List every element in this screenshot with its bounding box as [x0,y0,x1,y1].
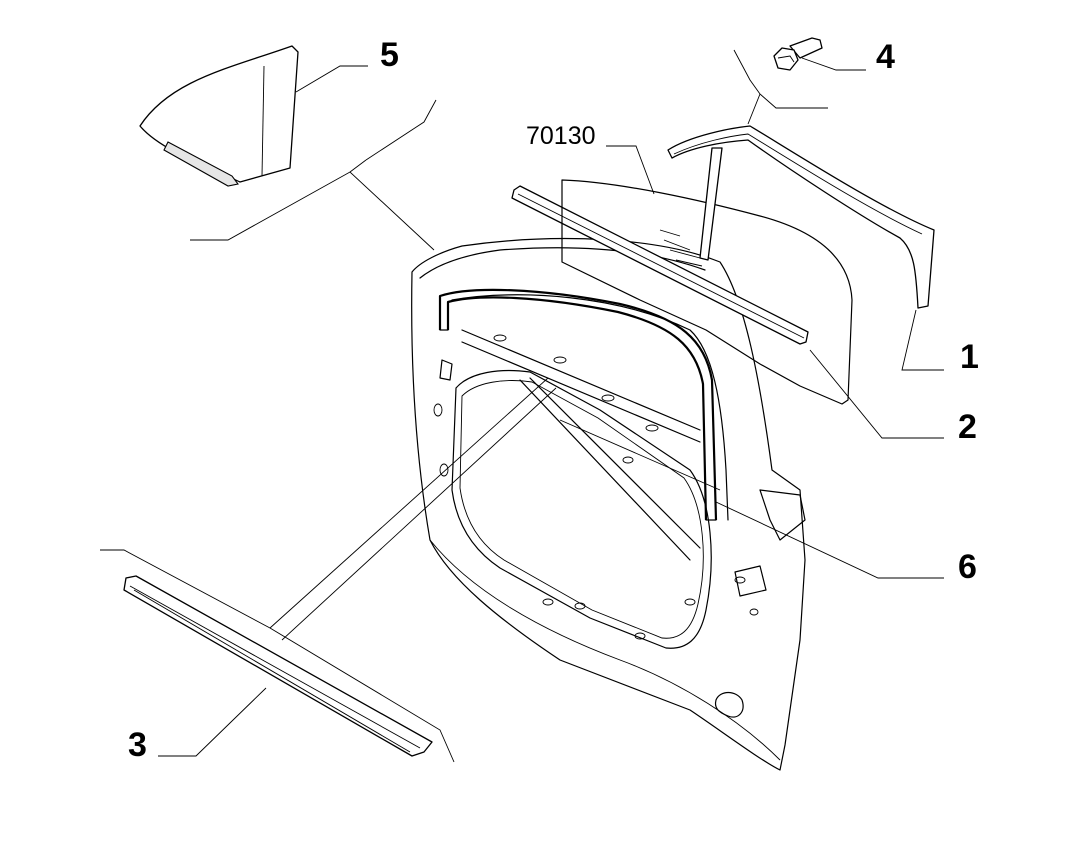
part-3-outer-belt-strip [123,575,433,757]
reference-code-label: 70130 [526,122,596,150]
part-2-inner-belt-strip [511,185,809,345]
callout-label-6: 6 [958,548,977,586]
callout-label-1: 1 [960,338,979,376]
callout-label-3: 3 [128,726,147,764]
part-5-mirror-trim [139,45,299,187]
part-6-inner-window-seal [438,288,718,521]
callout-label-5: 5 [380,36,399,74]
leader-lines [100,49,944,763]
window-glass [561,179,853,405]
callout-label-4: 4 [876,38,895,76]
callout-label-2: 2 [958,408,977,446]
part-1-glass-run-channel [667,125,935,309]
part-4-screw [773,37,823,71]
door-shell [411,237,806,771]
